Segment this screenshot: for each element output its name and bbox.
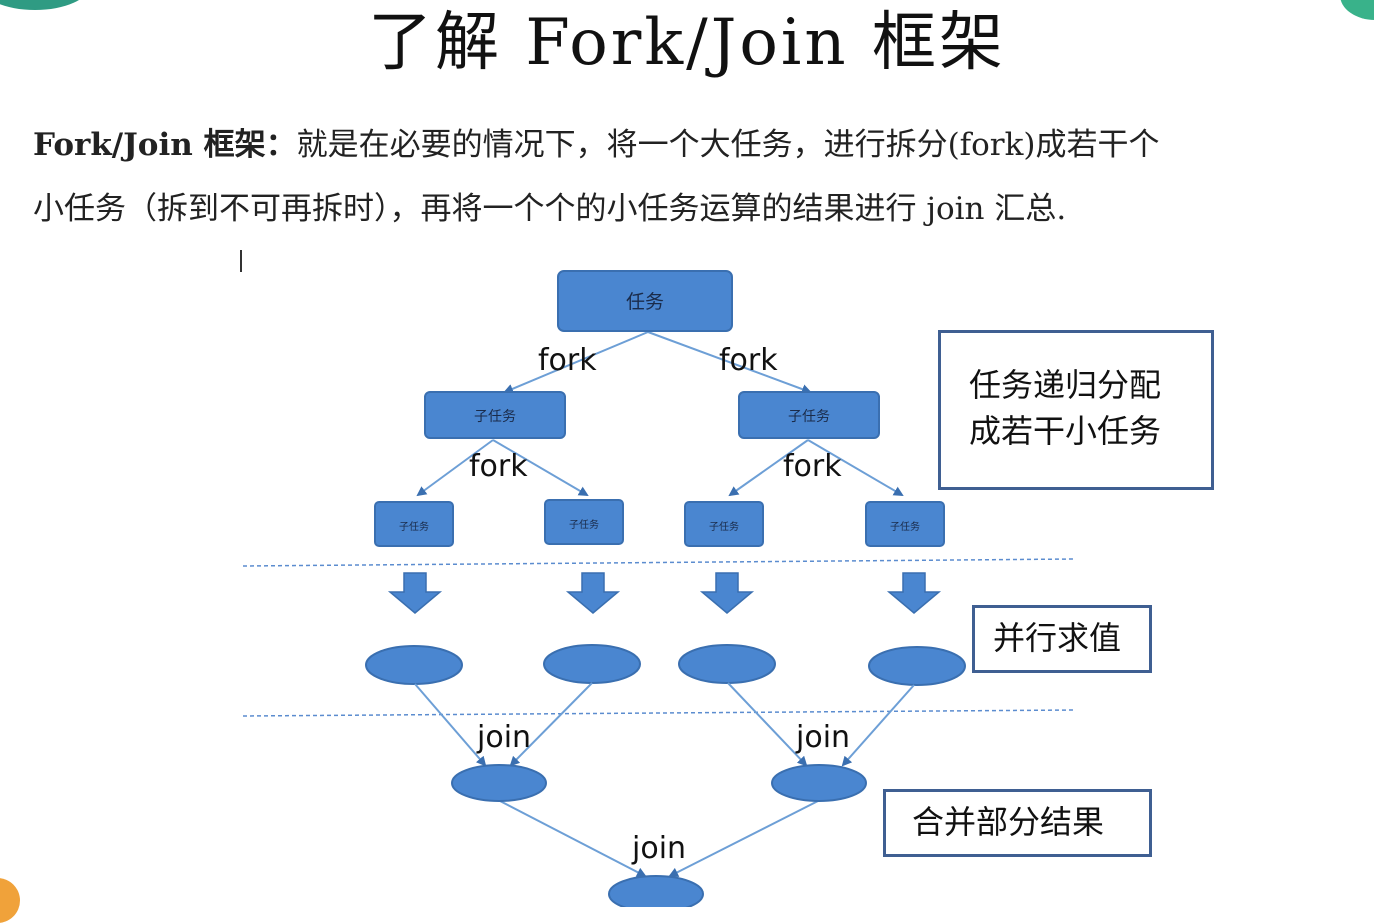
subtask-label-left: 子任务 (474, 409, 516, 425)
leaf-task-node-2 (544, 499, 624, 545)
text-cursor (240, 250, 242, 272)
description-line-2: 小任务（拆到不可再拆时），再将一个个的小任务运算的结果进行 join 汇总. (33, 191, 1067, 227)
leaf-task-label-3: 子任务 (709, 520, 739, 533)
corner-decoration-top-left (0, 0, 90, 10)
leaf-task-label-2: 子任务 (569, 518, 599, 531)
join-label-2: join (795, 720, 850, 755)
note-split-box: 任务递归分配 成若干小任务 (938, 330, 1214, 490)
down-arrow-1 (387, 572, 443, 614)
join-edges (414, 682, 915, 877)
fork-label-4: fork (783, 449, 842, 484)
join-label-3: join (631, 831, 686, 866)
edge-sub1-leaf2 (492, 439, 589, 497)
description-line-1: Fork/Join 框架：就是在必要的情况下，将一个大任务，进行拆分(fork)… (33, 125, 1160, 165)
fork-label-2: fork (719, 343, 778, 378)
leaf-task-label-1: 子任务 (399, 520, 429, 533)
final-result-node (608, 875, 704, 907)
leaf-task-label-4: 子任务 (890, 520, 920, 533)
note-parallel-label: 并行求值 (993, 619, 1122, 657)
edge-r1-merge1 (414, 683, 487, 767)
divider-top (242, 558, 1076, 567)
result-node-3 (678, 644, 776, 684)
merge-node-right (771, 764, 867, 802)
note-merge-label: 合并部分结果 (912, 803, 1105, 841)
edge-r4-merge2 (841, 684, 915, 767)
result-node-4 (868, 646, 966, 686)
root-task-label: 任务 (626, 291, 664, 313)
result-node-2 (543, 644, 641, 684)
edge-r2-merge1 (509, 682, 593, 767)
fork-label-1: fork (538, 343, 597, 378)
subtask-label-right: 子任务 (788, 409, 830, 425)
note-split-line-2: 成若干小任务 (969, 412, 1162, 450)
description-line-1-text: 就是在必要的情况下，将一个大任务，进行拆分(fork)成若干个 (296, 127, 1160, 163)
result-node-1 (365, 645, 463, 685)
edge-sub2-leaf4 (807, 439, 904, 497)
fork-edges (416, 331, 904, 497)
subtask-node-left (424, 391, 566, 439)
note-parallel-box: 并行求值 (972, 605, 1152, 673)
down-arrow-2 (565, 572, 621, 614)
edge-root-right (647, 331, 812, 394)
note-merge-box: 合并部分结果 (883, 789, 1152, 857)
down-arrow-4 (886, 572, 942, 614)
leaf-task-node-3 (684, 501, 764, 547)
leaf-task-node-1 (374, 501, 454, 547)
subtask-node-right (738, 391, 880, 439)
down-arrow-3 (699, 572, 755, 614)
description-term: Fork/Join 框架： (33, 127, 297, 163)
join-label-1: join (476, 720, 531, 755)
divider-bottom (242, 709, 1076, 717)
edge-merge1-final (499, 800, 647, 877)
edge-r3-merge2 (727, 682, 808, 767)
leaf-task-node-4 (865, 501, 945, 547)
fork-label-3: fork (469, 449, 528, 484)
edge-merge2-final (668, 800, 819, 877)
edge-sub2-leaf3 (728, 439, 809, 497)
merge-node-left (451, 764, 547, 802)
root-task-node (557, 270, 733, 332)
edge-root-left (503, 331, 649, 394)
edge-sub1-leaf1 (416, 439, 494, 497)
note-split-line-1: 任务递归分配 (969, 366, 1162, 404)
slide-title: 了解 Fork/Join 框架 (368, 6, 1006, 80)
